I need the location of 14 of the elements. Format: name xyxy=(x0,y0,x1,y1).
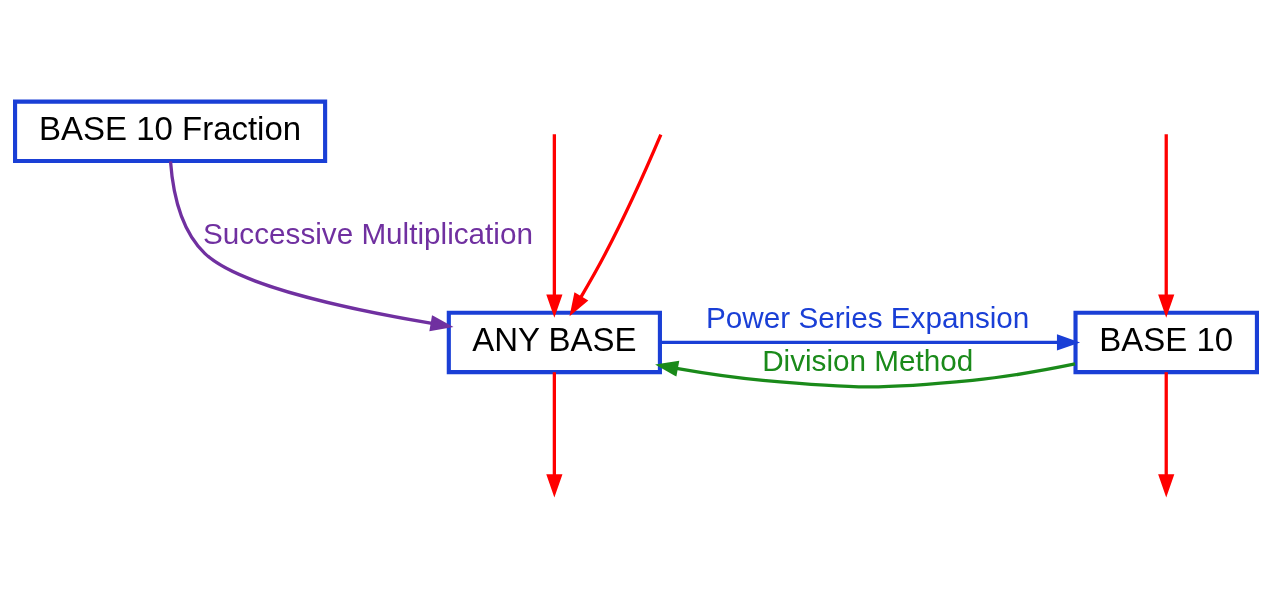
arrow xyxy=(546,133,563,318)
arrow xyxy=(655,360,1076,388)
edge-label: Power Series Expansion xyxy=(706,300,1030,334)
edge-label: Successive Multiplication xyxy=(203,216,533,250)
arrow xyxy=(546,371,563,497)
node-box: ANY BASE xyxy=(446,310,662,374)
node-box: BASE 10 xyxy=(1073,310,1259,374)
arrow xyxy=(1158,133,1175,318)
arrow xyxy=(168,160,454,331)
edge-label: Division Method xyxy=(762,343,974,377)
arrow xyxy=(569,133,663,316)
arrow xyxy=(1158,371,1175,497)
arrow xyxy=(660,333,1081,350)
node-box: BASE 10 Fraction xyxy=(13,99,328,163)
